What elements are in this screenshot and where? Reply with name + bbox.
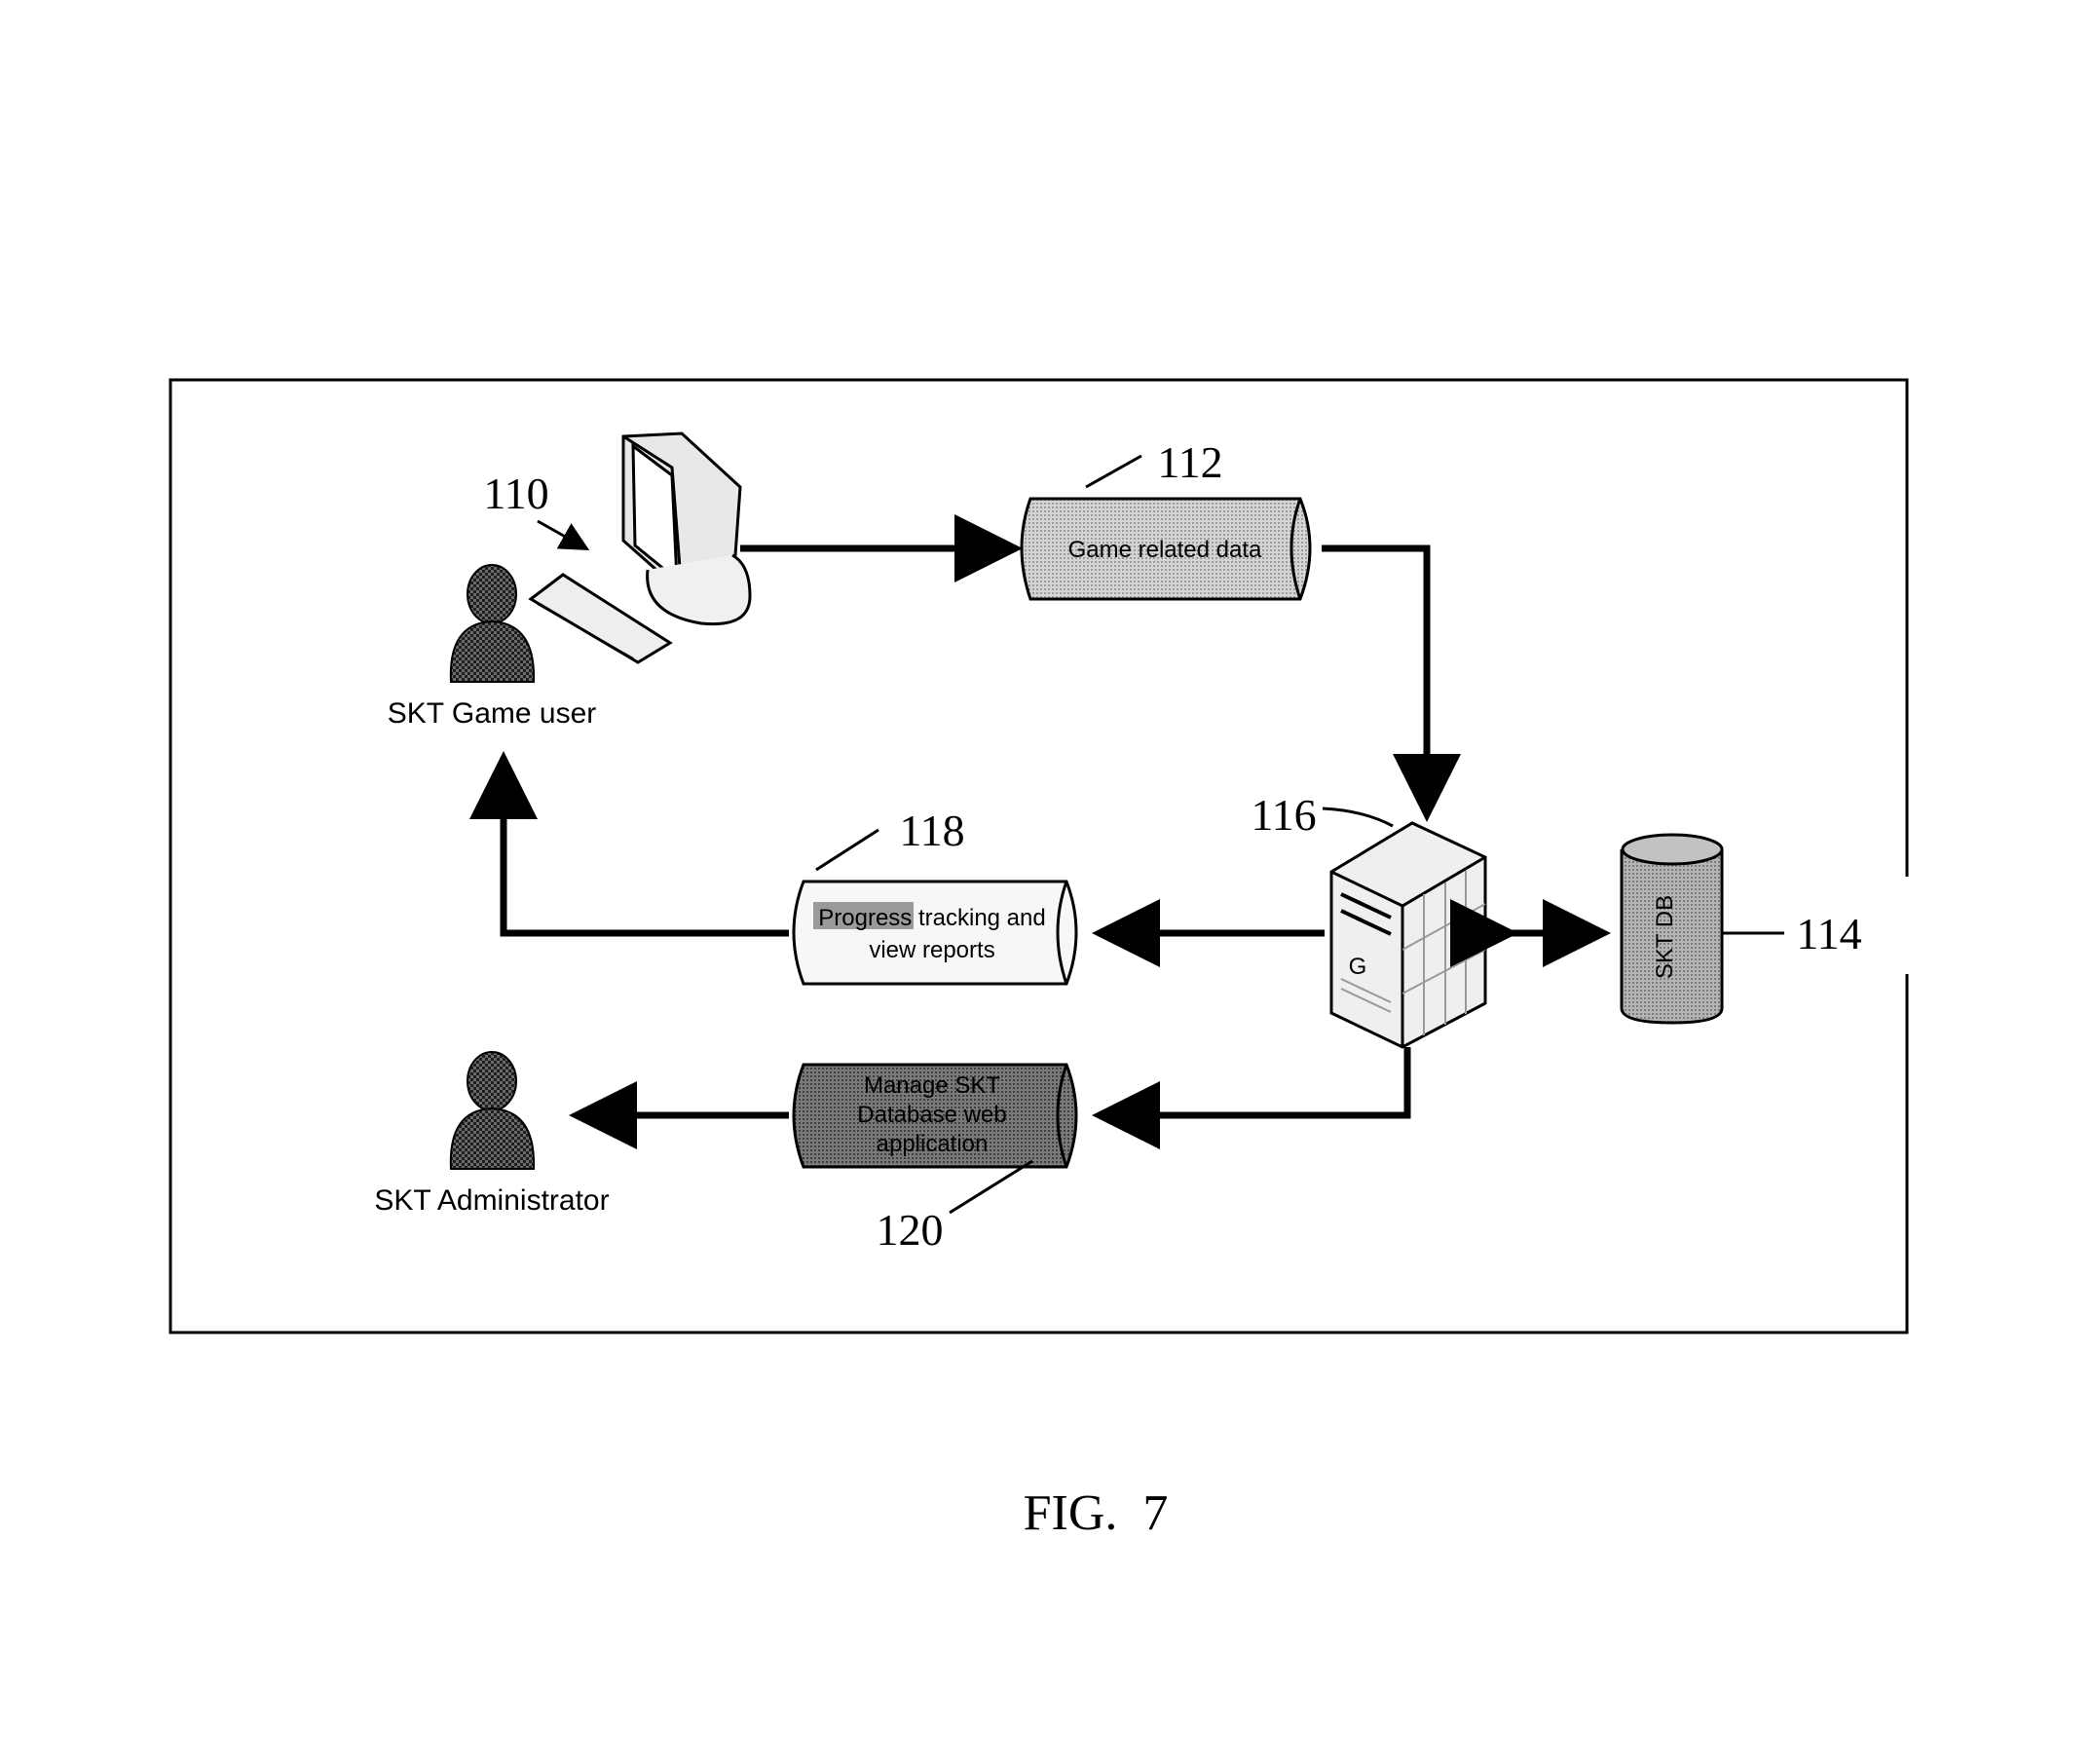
- server-icon: [1331, 823, 1485, 1047]
- ref-118: 118: [899, 806, 964, 855]
- arrow-game-data-to-server: [1322, 548, 1427, 808]
- ref-116: 116: [1251, 790, 1316, 840]
- ref-120: 120: [877, 1205, 944, 1255]
- skt-db-label: SKT DB: [1652, 895, 1678, 979]
- figure-caption: FIG. 7: [1024, 1485, 1169, 1541]
- ref-120-leader: [950, 1161, 1032, 1213]
- arrow-progress-to-user: [504, 765, 789, 933]
- ref-110: 110: [483, 469, 548, 518]
- ref-112-leader: [1086, 456, 1141, 487]
- manage-label-line1: Manage SKT: [864, 1072, 1000, 1099]
- progress-highlight: Progress: [818, 905, 912, 931]
- progress-rest: tracking and: [912, 905, 1045, 931]
- manage-label-line3: application: [877, 1131, 989, 1157]
- computer-icon: [531, 433, 750, 662]
- game-user-label: SKT Game user: [388, 697, 597, 730]
- administrator-icon: [451, 1052, 534, 1169]
- ref-112: 112: [1157, 437, 1222, 487]
- ref-116-leader: [1323, 808, 1393, 826]
- ref-114: 114: [1796, 909, 1861, 958]
- progress-label-line1: Progress tracking and: [818, 905, 1045, 931]
- progress-cylinder: [794, 882, 1076, 984]
- manage-label-line2: Database web: [857, 1102, 1006, 1128]
- server-tag: G: [1349, 954, 1367, 980]
- game-data-label: Game related data: [1068, 537, 1262, 563]
- game-user-icon: [451, 565, 534, 682]
- administrator-label: SKT Administrator: [374, 1184, 609, 1217]
- arrow-server-to-manage: [1105, 1047, 1407, 1115]
- ref-118-leader: [816, 830, 878, 870]
- progress-label-line2: view reports: [869, 937, 994, 963]
- ref-110-pointer: [538, 521, 584, 547]
